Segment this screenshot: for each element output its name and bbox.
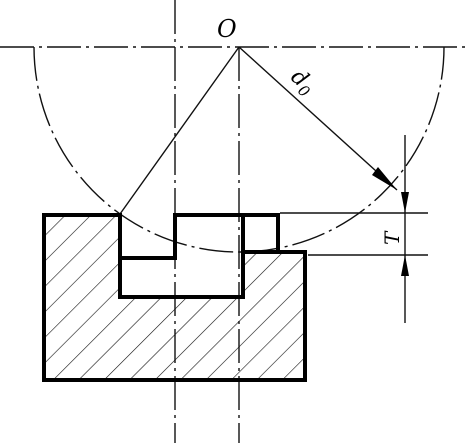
- dimension-arrow-top: [401, 192, 409, 213]
- thickness-label: T: [380, 230, 404, 245]
- step-profile: [120, 213, 280, 260]
- diameter-label: d0: [284, 64, 321, 101]
- cutter-circle-arc: [33, 46, 445, 253]
- diameter-arrowhead: [372, 167, 397, 190]
- dimension-arrow-bottom: [401, 255, 409, 276]
- radius-line-right: [238, 46, 398, 191]
- radius-line-left: [119, 46, 240, 215]
- center-label: O: [217, 15, 237, 43]
